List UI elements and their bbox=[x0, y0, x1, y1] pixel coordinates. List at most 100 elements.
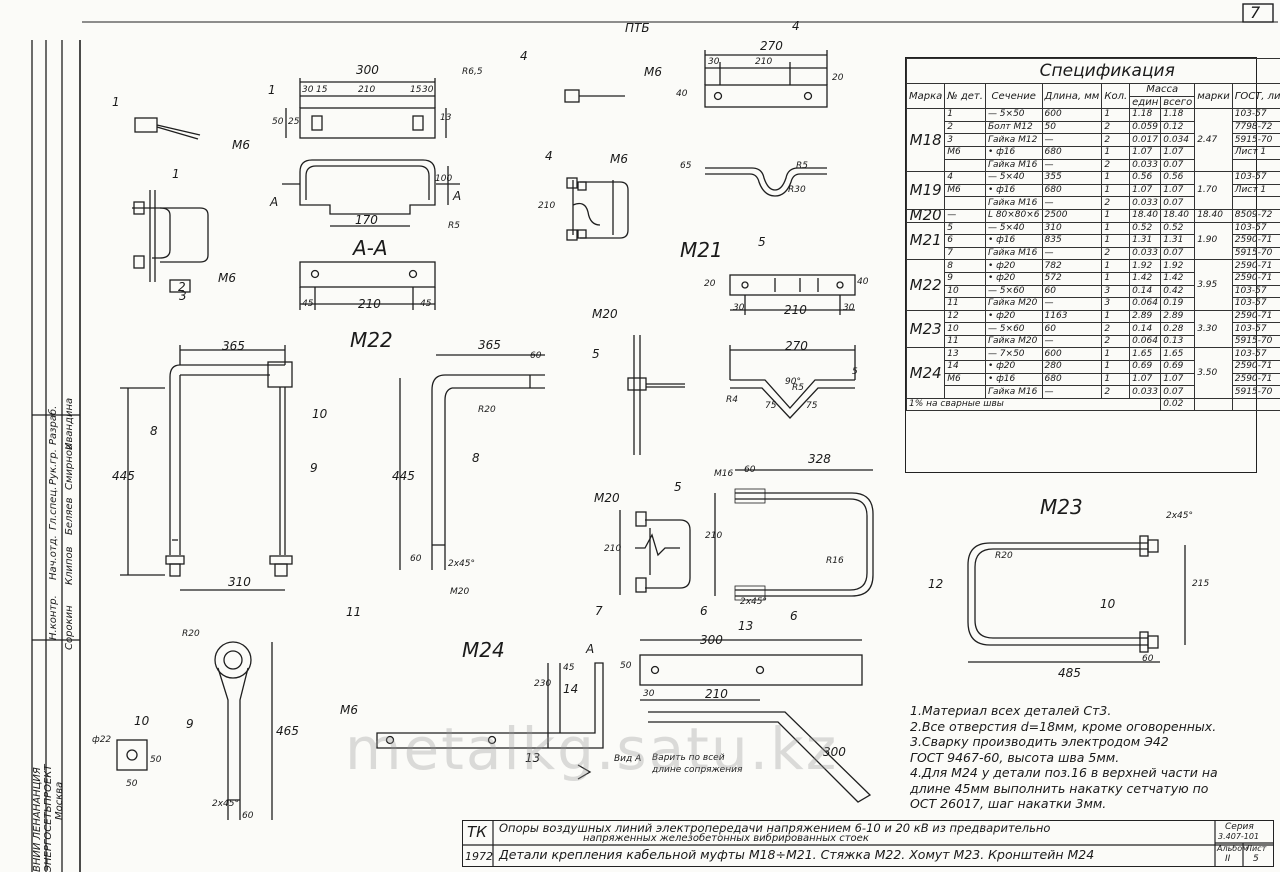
spec-cell: 18.40 bbox=[1194, 208, 1233, 223]
m20-side-210b: 210 bbox=[705, 531, 723, 541]
name-3: Беляев bbox=[64, 497, 75, 535]
spec-cell: 0.56 bbox=[1160, 171, 1196, 185]
spec-cell: 2590-71 bbox=[1231, 234, 1280, 248]
pos-6b: 6 bbox=[790, 609, 798, 623]
spec-cell: 1 bbox=[1101, 259, 1131, 273]
sheet-value: 5 bbox=[1253, 854, 1259, 864]
spec-cell bbox=[944, 158, 986, 173]
m24-300b: 300 bbox=[823, 745, 846, 759]
org-line-2: ЭНЕРГОСЕТЬПРОЕКТ bbox=[43, 764, 54, 872]
spec-cell: Гайка М20 bbox=[984, 334, 1043, 349]
m24-pos-10: 10 bbox=[134, 714, 150, 728]
spec-cell: 2590-71 bbox=[1231, 259, 1280, 273]
spec-cell: • ф16 bbox=[984, 183, 1043, 198]
title-line-1: Опоры воздушных линий электропередачи на… bbox=[499, 821, 1051, 835]
spec-cell: 280 bbox=[1041, 360, 1103, 374]
m19-m6: М6 bbox=[644, 65, 662, 79]
m21-40: 40 bbox=[857, 277, 869, 287]
m21-270: 270 bbox=[785, 339, 808, 353]
spec-cell: 2590-71 bbox=[1231, 372, 1280, 387]
m22-chamfer: 2х45° bbox=[448, 559, 476, 569]
spec-cell: 14 bbox=[944, 360, 986, 374]
spec-cell: 3 bbox=[944, 133, 986, 147]
spec-cell: — bbox=[1041, 385, 1103, 399]
m18-dim-210: 210 bbox=[358, 85, 376, 95]
spec-cell: 4 bbox=[944, 171, 986, 185]
m21-75a: 75 bbox=[765, 401, 777, 411]
m20-side-60: 60 bbox=[744, 465, 756, 475]
m18-dim-50: 50 bbox=[272, 117, 284, 127]
m23-label: М23 bbox=[1040, 495, 1083, 519]
spec-cell bbox=[944, 196, 986, 210]
spec-cell: 0.017 bbox=[1129, 133, 1162, 147]
spec-cell: 600 bbox=[1041, 347, 1103, 362]
spec-cell: 103-57 bbox=[1231, 108, 1280, 122]
spec-cell: • ф20 bbox=[984, 259, 1043, 273]
spec-cell: 0.52 bbox=[1129, 221, 1162, 236]
spec-cell: 0.14 bbox=[1129, 322, 1162, 336]
spec-cell: 103-57 bbox=[1231, 284, 1280, 299]
spec-cell: 1.07 bbox=[1160, 145, 1196, 160]
spec-cell: 1.31 bbox=[1129, 234, 1162, 248]
spec-weld-value: 0.02 bbox=[1160, 397, 1196, 412]
spec-cell: 0.13 bbox=[1160, 334, 1196, 349]
name-2: Клипов bbox=[64, 546, 75, 585]
spec-cell: 355 bbox=[1041, 171, 1103, 185]
m24-300a: 300 bbox=[700, 633, 723, 647]
spec-cell: 1 bbox=[1101, 221, 1131, 236]
spec-cell: — bbox=[1041, 196, 1103, 210]
spec-cell: 10 bbox=[944, 284, 986, 299]
spec-cell: 5915-70 bbox=[1231, 385, 1280, 399]
spec-cell: 2 bbox=[1101, 196, 1131, 210]
m21-30b: 30 bbox=[843, 303, 855, 313]
title-code: ТК bbox=[467, 823, 487, 841]
spec-cell: 2 bbox=[1101, 133, 1131, 147]
m20-65: 65 bbox=[680, 161, 692, 171]
role-2: Нач.отд. bbox=[48, 535, 59, 580]
pos-9: 9 bbox=[310, 461, 318, 475]
spec-h-section: Сечение bbox=[984, 82, 1043, 110]
m23-215: 215 bbox=[1192, 579, 1210, 589]
m24-m6: М6 bbox=[340, 703, 358, 717]
pos-1c: 1 bbox=[172, 167, 180, 181]
spec-cell: Гайка М16 bbox=[984, 385, 1043, 399]
m18-dim-30b: 30 bbox=[422, 85, 434, 95]
spec-cell: 2 bbox=[944, 120, 986, 135]
m18-section-mark-right: А bbox=[453, 189, 462, 203]
m24-30: 30 bbox=[643, 689, 655, 699]
m24-465: 465 bbox=[276, 724, 299, 738]
m18-dim-170: 170 bbox=[355, 213, 378, 227]
spec-cell: 1163 bbox=[1041, 309, 1103, 324]
spec-cell: 3.95 bbox=[1194, 259, 1233, 311]
m23-r20: R20 bbox=[995, 551, 1013, 561]
spec-title: Спецификация bbox=[905, 58, 1280, 84]
spec-h-length: Длина, мм bbox=[1041, 82, 1103, 110]
spec-cell: 2.89 bbox=[1129, 309, 1162, 324]
m18-dim-r5: R5 bbox=[448, 221, 460, 231]
m21-210: 210 bbox=[784, 303, 807, 317]
spec-cell: 1.07 bbox=[1160, 372, 1196, 387]
m22-445b: 445 bbox=[392, 469, 415, 483]
spec-cell: 13 bbox=[944, 347, 986, 362]
m24-view-mark: А bbox=[586, 642, 595, 656]
m18-dim-15b: 15 bbox=[410, 85, 422, 95]
m24-pos-13b: 13 bbox=[738, 619, 754, 633]
m21-90deg: 90° bbox=[785, 377, 801, 387]
m18-section-mark-left: А bbox=[270, 195, 279, 209]
spec-cell bbox=[1231, 196, 1280, 210]
spec-cell: 1.07 bbox=[1129, 372, 1162, 387]
note-1: 1.Материал всех деталей Ст3. bbox=[910, 703, 1112, 718]
spec-cell: 1 bbox=[1101, 108, 1131, 122]
section-label: А-А bbox=[353, 236, 388, 260]
spec-cell: — 5×60 bbox=[984, 284, 1043, 299]
m21-r4: R4 bbox=[726, 395, 738, 405]
spec-cell: — 5×60 bbox=[984, 322, 1043, 336]
spec-cell: 1.42 bbox=[1160, 271, 1196, 286]
